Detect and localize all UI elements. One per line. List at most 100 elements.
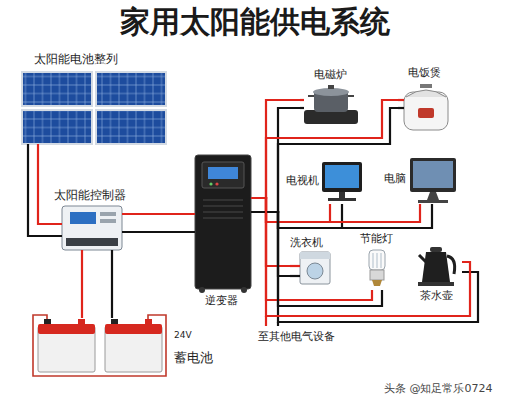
- battery-terminal: [78, 319, 85, 324]
- solar-panel-array: 太阳能电池整列: [20, 52, 170, 152]
- node-label: 洗衣机: [290, 236, 323, 249]
- rice-cooker-lid: [406, 90, 446, 97]
- battery-terminal: [111, 319, 118, 324]
- wire-stub: [265, 316, 267, 326]
- power-wire: [256, 198, 382, 306]
- power-wire: [256, 198, 432, 228]
- positive-wire: [256, 198, 420, 222]
- pot-handles: [308, 95, 354, 97]
- washer-door: [307, 263, 323, 279]
- tv-screen: [325, 165, 359, 188]
- node-label: 24V: [174, 330, 192, 341]
- solar-panel: [22, 110, 92, 144]
- washer-panel: [300, 252, 330, 259]
- negative-wire: [256, 204, 432, 228]
- washer-icon: [290, 252, 330, 284]
- appliance: 节能灯: [358, 232, 400, 290]
- destination-note: 至其他电气设备: [258, 330, 335, 343]
- kettle-handle: [447, 256, 455, 274]
- wire-stub: [398, 107, 404, 109]
- rice-cooker-icon: [398, 84, 448, 130]
- negative-wire: [256, 212, 478, 322]
- power-wire: [128, 214, 190, 232]
- negative-wire: [128, 231, 190, 233]
- node-label: 节能灯: [360, 232, 393, 245]
- tv-frame: [322, 162, 362, 192]
- induction-cooker-icon: [300, 85, 358, 124]
- lamp-tube: [369, 250, 385, 270]
- positive-wire: [256, 198, 290, 266]
- node-label: 茶水壶: [420, 289, 453, 302]
- pot-knob: [328, 85, 334, 89]
- appliance: 电视机: [282, 160, 366, 204]
- controller-led: [100, 212, 116, 216]
- charge-controller: 太阳能控制器: [54, 188, 128, 254]
- lamp-base: [372, 280, 382, 286]
- cooker-plate: [304, 110, 358, 124]
- wire-stub: [54, 214, 128, 254]
- monitor-screen: [413, 161, 453, 188]
- wire-stub: [290, 265, 300, 267]
- appliance: 洗衣机: [290, 236, 340, 286]
- kettle-body: [422, 252, 450, 282]
- inverter-wheel: [241, 287, 247, 293]
- controller-led: [100, 219, 116, 223]
- negative-wire: [111, 254, 113, 318]
- battery-lid: [105, 324, 162, 334]
- kettle-base: [418, 282, 454, 286]
- node-label: 逆变器: [205, 294, 238, 307]
- battery-terminal: [145, 319, 152, 324]
- wire-stub: [27, 144, 29, 152]
- solar-panel: [22, 72, 92, 106]
- negative-wire: [256, 212, 382, 306]
- node-label: 太阳能电池整列: [34, 52, 118, 66]
- positive-wire: [81, 254, 83, 318]
- wire-stub: [398, 99, 404, 101]
- wire-stub: [190, 198, 256, 214]
- kettle-icon: [418, 247, 455, 286]
- kettle-spout: [419, 255, 426, 262]
- wire-stub: [290, 275, 300, 277]
- power-wire: [256, 198, 290, 276]
- inverter-led: [209, 182, 212, 185]
- positive-wire: [256, 198, 470, 316]
- monitor-frame: [410, 158, 456, 192]
- controller-case: [62, 206, 122, 250]
- tv-stand: [339, 192, 345, 198]
- terminal-strip: [66, 238, 118, 246]
- solar-panels: [22, 72, 166, 152]
- inverter-led: [215, 182, 218, 185]
- inverter-wheel: [199, 287, 205, 293]
- battery-icons: [33, 315, 166, 376]
- battery-lid: [38, 324, 95, 334]
- computer-icon: [410, 158, 456, 203]
- solar-panel: [96, 110, 166, 144]
- node-label: 电视机: [286, 174, 319, 187]
- battery-bank: 24V蓄电池: [36, 318, 216, 378]
- inverter-cabinet: [195, 155, 251, 289]
- charge-controller-icon: [54, 206, 128, 254]
- power-wire: [256, 198, 478, 322]
- wire-stub: [54, 232, 128, 254]
- rice-cooker-panel: [418, 108, 434, 118]
- inverter-icon: [190, 155, 256, 293]
- watermark: 头条 @知足常乐0724: [384, 382, 493, 395]
- monitor-base: [418, 200, 448, 203]
- monitor-stand: [427, 192, 439, 200]
- appliance: 电磁炉: [300, 68, 362, 128]
- inverter-panel: [202, 162, 244, 188]
- wire-stub: [37, 144, 39, 152]
- rice-cooker-body: [404, 92, 448, 130]
- kettle-lid: [430, 247, 442, 252]
- pot-lid: [313, 88, 349, 96]
- washer-body: [300, 252, 330, 284]
- negative-wire: [256, 108, 398, 212]
- lamp-spiral: [373, 253, 381, 268]
- inverter-vents: [203, 200, 243, 218]
- positive-wire: [256, 100, 398, 198]
- wire-stub: [190, 212, 256, 232]
- tv-base: [328, 198, 356, 201]
- node-label: 电饭煲: [408, 66, 441, 79]
- inverter: 逆变器: [190, 152, 256, 312]
- series-link-wire: [33, 315, 166, 376]
